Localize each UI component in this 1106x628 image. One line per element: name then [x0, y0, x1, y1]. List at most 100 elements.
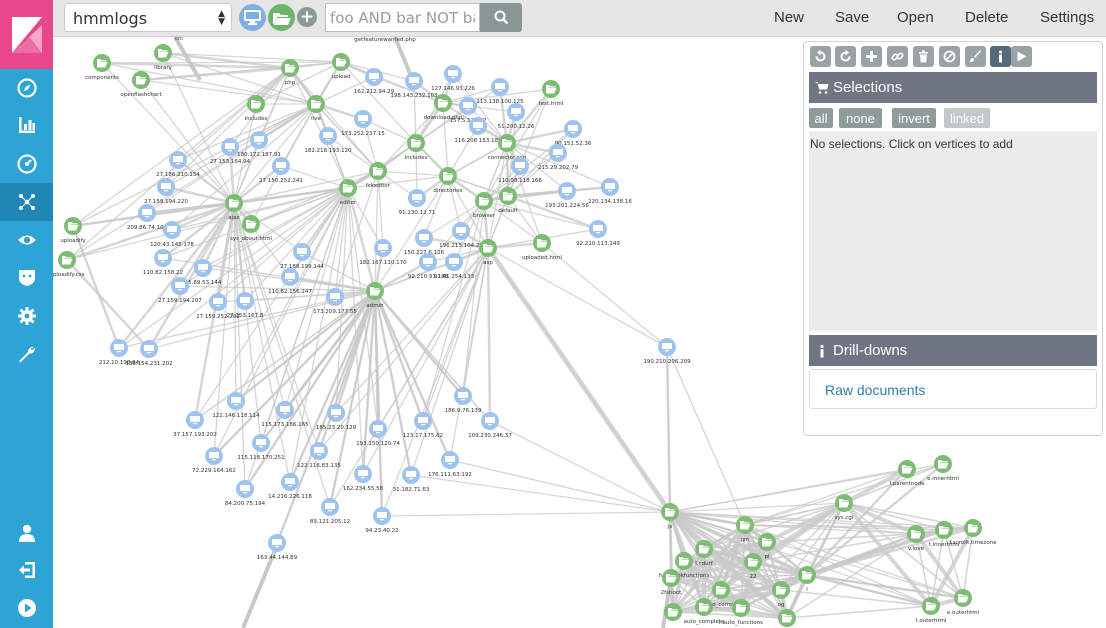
ip-vertex[interactable]: 176.111.63.192: [428, 451, 472, 478]
ip-vertex[interactable]: 122.116.83.135: [297, 442, 341, 469]
ip-vertex[interactable]: 110.82.158.22: [143, 249, 183, 276]
save-button[interactable]: Save: [835, 9, 870, 26]
path-vertex[interactable]: ajax: [225, 194, 243, 221]
path-vertex[interactable]: connector.asp: [488, 134, 527, 161]
ip-vertex[interactable]: 182.218.193.120: [304, 127, 352, 154]
ip-vertex[interactable]: 113.138.100.125: [476, 78, 524, 105]
logo-icon[interactable]: [0, 0, 53, 69]
path-vertex[interactable]: pl: [758, 533, 776, 560]
path-vertex[interactable]: u.auto_complete: [698, 581, 745, 608]
open-folder-button[interactable]: [268, 4, 295, 31]
path-vertex[interactable]: e.innerhtml: [927, 455, 959, 482]
add-button[interactable]: +: [297, 7, 317, 27]
ip-vertex[interactable]: 115.173.186.165: [261, 401, 309, 428]
ip-vertex[interactable]: 27.159.194.207: [158, 277, 202, 304]
ip-vertex[interactable]: 180.172.187.91: [237, 131, 281, 158]
ip-vertex[interactable]: 15.89.53.144: [185, 259, 222, 286]
logout-icon[interactable]: [0, 551, 53, 589]
ip-vertex[interactable]: 110.98.118.166: [498, 157, 542, 184]
ip-vertex[interactable]: 186.9.76.139: [445, 387, 482, 414]
ip-vertex[interactable]: 136.154.231.202: [125, 340, 173, 367]
ip-vertex[interactable]: 116.208.153.189: [454, 117, 502, 144]
path-vertex[interactable]: asp: [479, 239, 497, 266]
path-vertex[interactable]: upload: [332, 53, 351, 80]
path-vertex[interactable]: t.innerhtml: [929, 521, 960, 548]
brush-icon[interactable]: [965, 46, 986, 67]
ip-vertex[interactable]: 14.216.226.118: [268, 473, 312, 500]
ip-vertex[interactable]: 115.118.170.251: [237, 434, 285, 461]
ip-vertex[interactable]: 220.134.138.16: [588, 178, 632, 205]
path-vertex[interactable]: includes: [245, 95, 268, 122]
path-vertex[interactable]: e.outerhtml: [947, 589, 980, 616]
select-all-button[interactable]: all: [809, 108, 833, 128]
undo-icon[interactable]: [810, 46, 831, 67]
ip-vertex[interactable]: 91.41.254.133: [434, 253, 475, 280]
graph-canvas[interactable]: componentsopenflashchartlibraryphpupload…: [53, 37, 1106, 628]
path-vertex[interactable]: 2fshoot: [661, 569, 683, 596]
path-vertex[interactable]: admin: [366, 282, 384, 309]
ip-vertex[interactable]: 190.210.206.209: [643, 338, 691, 365]
path-vertex[interactable]: default: [498, 187, 519, 214]
path-vertex[interactable]: f.scrollt.timezone: [949, 519, 997, 546]
ip-vertex[interactable]: 120.43.145.178: [150, 221, 194, 248]
ip-vertex[interactable]: 215.29.202.79: [538, 144, 579, 171]
ip-vertex[interactable]: 173.209.177.55: [313, 288, 357, 315]
path-vertex[interactable]: browser: [473, 192, 496, 219]
ip-vertex[interactable]: 90.151.52.36: [555, 120, 592, 147]
eye-icon[interactable]: [0, 221, 53, 259]
path-vertex[interactable]: uploadify: [60, 217, 86, 244]
path-vertex[interactable]: auto_complete: [684, 598, 725, 625]
path-vertex[interactable]: gm: [736, 516, 754, 543]
ip-vertex[interactable]: 92.210.91.188: [408, 253, 449, 280]
path-vertex[interactable]: l.cdurf: [695, 540, 714, 567]
ip-vertex[interactable]: 182.167.110.170: [359, 239, 407, 266]
path-vertex[interactable]: sys_about.html: [230, 215, 272, 242]
path-vertex[interactable]: 22: [744, 553, 762, 580]
path-vertex[interactable]: l: [798, 566, 816, 593]
ip-vertex[interactable]: 31.182.71.63: [393, 466, 430, 493]
path-vertex[interactable]: directories: [433, 167, 463, 194]
path-vertex[interactable]: download.php: [424, 94, 463, 121]
ip-vertex[interactable]: 27.153.167.8: [227, 292, 264, 319]
wrench-icon[interactable]: [0, 335, 53, 373]
path-vertex[interactable]: library: [154, 44, 173, 71]
add-field-button[interactable]: [239, 4, 266, 31]
settings-button[interactable]: Settings: [1040, 9, 1095, 26]
path-vertex[interactable]: openflashchart: [120, 71, 162, 98]
info-icon[interactable]: [990, 46, 1011, 67]
ip-vertex[interactable]: 27.150.252.241: [259, 157, 303, 184]
ip-vertex[interactable]: 212.10.198.64: [99, 339, 140, 366]
ip-vertex[interactable]: 162.234.55.58: [343, 465, 384, 492]
ip-vertex[interactable]: 163.44.144.89: [257, 534, 298, 561]
ip-vertex[interactable]: 84.200.75.194: [225, 480, 266, 507]
select-none-button[interactable]: none: [839, 108, 882, 128]
ip-vertex[interactable]: 198.143.232.103: [390, 72, 438, 99]
select-linked-button[interactable]: linked: [944, 108, 990, 128]
path-vertex[interactable]: components: [85, 54, 119, 81]
path-vertex[interactable]: test.html: [539, 80, 564, 107]
ip-vertex[interactable]: 91.230.12.71: [399, 189, 436, 216]
path-vertex[interactable]: [778, 609, 796, 627]
ip-vertex[interactable]: 122.146.118.114: [212, 392, 260, 419]
ip-vertex[interactable]: 127.146.93.226: [431, 65, 475, 92]
ip-vertex[interactable]: 72.229.164.162: [192, 447, 236, 474]
ip-vertex[interactable]: 92.210.113.249: [576, 220, 620, 247]
ip-vertex[interactable]: 27.159.252.202: [196, 293, 240, 320]
redo-icon[interactable]: [835, 46, 856, 67]
shield-icon[interactable]: [0, 258, 53, 296]
path-vertex[interactable]: uploadify.css: [53, 251, 85, 278]
compass-icon[interactable]: [0, 69, 53, 107]
ip-vertex[interactable]: 173.252.237.15: [341, 110, 385, 137]
path-vertex[interactable]: og: [772, 581, 790, 608]
path-vertex[interactable]: func.lookfunctions: [659, 552, 710, 579]
ip-vertex[interactable]: 110.82.156.247: [268, 268, 312, 295]
ip-vertex[interactable]: 109.230.246.37: [468, 412, 512, 439]
path-vertex[interactable]: sys.cgi: [835, 494, 854, 521]
index-select[interactable]: hmmlogs ▲▼: [64, 3, 232, 32]
link-icon[interactable]: [887, 46, 908, 67]
path-vertex[interactable]: fckeditor: [366, 162, 391, 189]
delete-button[interactable]: Delete: [965, 9, 1009, 26]
bar-chart-icon[interactable]: [0, 106, 53, 144]
expand-icon[interactable]: [861, 46, 882, 67]
user-icon[interactable]: [0, 514, 53, 552]
